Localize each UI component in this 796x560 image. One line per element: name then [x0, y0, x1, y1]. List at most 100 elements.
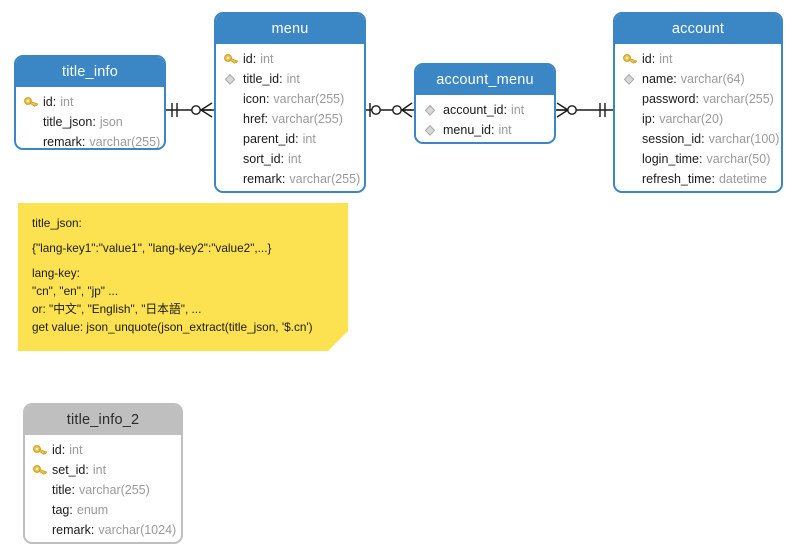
entity-title_info-header: title_info [16, 57, 164, 87]
note-line: or: "中文", "English", "日本語", ... [32, 302, 202, 316]
diamond-icon [424, 120, 443, 140]
no-icon [623, 89, 642, 109]
no-icon [623, 129, 642, 149]
attribute-row[interactable]: session_id: varchar(100) [615, 129, 781, 149]
attribute-row[interactable]: remark: varchar(255) [16, 132, 164, 149]
attribute-separator: : [279, 72, 283, 86]
attribute-separator: : [71, 483, 75, 497]
attribute-type: varchar(255) [273, 92, 345, 106]
attribute-name: href [243, 112, 265, 126]
attribute-row[interactable]: title_json: json [16, 112, 164, 132]
attribute-name: id [642, 52, 652, 66]
attribute-name: password [642, 92, 696, 106]
no-icon [623, 169, 642, 189]
attribute-name: title [52, 483, 72, 497]
attribute-row[interactable]: login_time: varchar(50) [615, 149, 781, 169]
no-icon [623, 149, 642, 169]
attribute-name: sort_id [243, 152, 281, 166]
attribute-type: int [302, 132, 316, 146]
attribute-type: int [260, 52, 274, 66]
entity-account-header: account [615, 14, 781, 44]
attribute-type: int [286, 72, 300, 86]
attribute-name: title_id [243, 72, 280, 86]
attribute-row[interactable]: icon: varchar(255) [216, 89, 364, 109]
attribute-name: account_id [443, 103, 504, 117]
attribute-separator: : [503, 103, 507, 117]
attribute-row[interactable]: title: varchar(255) [25, 480, 181, 500]
attribute-separator: : [651, 52, 656, 66]
attribute-separator: : [61, 443, 66, 457]
attribute-separator: : [281, 172, 286, 186]
entity-account[interactable]: account id: int name: varchar(64) passwo… [613, 12, 783, 193]
attribute-type: varchar(255) [272, 112, 343, 126]
attribute-row[interactable]: set_id: int [25, 460, 181, 480]
no-icon [24, 132, 43, 148]
attribute-row[interactable]: password: varchar(255) [615, 89, 781, 109]
attribute-row[interactable]: remark: varchar(1024) [25, 520, 181, 540]
attribute-row[interactable]: id: int [216, 49, 364, 69]
attribute-type: int [288, 152, 302, 166]
no-icon [224, 109, 243, 129]
note-line: "cn", "en", "jp" ... [32, 284, 119, 298]
attribute-row[interactable]: menu_id: int [416, 120, 554, 140]
relationship-menu-account_menu[interactable] [366, 102, 414, 118]
entity-menu[interactable]: menu id: int title_id: int icon: varchar… [214, 12, 366, 193]
attribute-row[interactable]: remark: varchar(255) [216, 169, 364, 189]
attribute-separator: : [90, 523, 95, 537]
attribute-row[interactable]: tag: enum [25, 500, 181, 520]
attribute-separator: : [695, 92, 699, 106]
attribute-name: id [243, 52, 253, 66]
relationship-account_menu-account[interactable] [556, 102, 613, 118]
attribute-name: ip [642, 112, 652, 126]
key-icon [224, 49, 243, 69]
attribute-separator: : [673, 72, 677, 86]
attribute-separator: : [264, 112, 269, 126]
attribute-type: varchar(20) [659, 112, 724, 126]
attribute-separator: : [490, 123, 495, 137]
note-line: get value: json_unquote(json_extract(tit… [32, 320, 313, 334]
no-icon [33, 480, 52, 500]
attribute-name: id [43, 95, 53, 109]
attribute-type: varchar(100) [708, 132, 780, 146]
attribute-separator: : [651, 112, 656, 126]
attribute-name: remark [243, 172, 282, 186]
note-fold-corner [328, 331, 348, 351]
entity-title_info_2-attributes: id: int set_id: int title: varchar(255) … [25, 435, 181, 542]
attribute-separator: : [295, 132, 299, 146]
attribute-row[interactable]: parent_id: int [216, 129, 364, 149]
attribute-row[interactable]: title_id: int [216, 69, 364, 89]
attribute-name: session_id [642, 132, 702, 146]
attribute-type: varchar(255) [89, 135, 161, 149]
attribute-separator: : [698, 152, 703, 166]
entity-title_info_2[interactable]: title_info_2 id: int set_id: int title: … [23, 403, 183, 544]
entity-title_info[interactable]: title_info id: int title_json: json rema… [14, 55, 166, 150]
attribute-row[interactable]: id: int [16, 92, 164, 112]
attribute-row[interactable]: id: int [25, 440, 181, 460]
note-title_json[interactable]: title_json: {"lang-key1":"value1", "lang… [18, 203, 348, 351]
attribute-name: remark [52, 523, 91, 537]
attribute-row[interactable]: href: varchar(255) [216, 109, 364, 129]
attribute-name: set_id [52, 463, 86, 477]
diamond-icon [424, 100, 443, 120]
entity-account_menu[interactable]: account_menu account_id: int menu_id: in… [414, 63, 556, 144]
attribute-row[interactable]: account_id: int [416, 100, 554, 120]
attribute-row[interactable]: sort_id: int [216, 149, 364, 169]
entity-menu-attributes: id: int title_id: int icon: varchar(255)… [216, 44, 364, 191]
attribute-type: varchar(255) [702, 92, 774, 106]
attribute-type: varchar(255) [289, 172, 361, 186]
no-icon [24, 112, 43, 132]
attribute-type: varchar(255) [78, 483, 150, 497]
attribute-type: varchar(64) [680, 72, 745, 86]
attribute-row[interactable]: name: varchar(64) [615, 69, 781, 89]
attribute-row[interactable]: ip: varchar(20) [615, 109, 781, 129]
attribute-separator: : [280, 152, 285, 166]
attribute-row[interactable]: id: int [615, 49, 781, 69]
note-line: title_json: [32, 216, 82, 230]
attribute-name: name [642, 72, 674, 86]
entity-account_menu-header: account_menu [416, 65, 554, 95]
attribute-separator: : [92, 115, 96, 129]
attribute-row[interactable]: refresh_time: datetime [615, 169, 781, 189]
no-icon [224, 89, 243, 109]
attribute-name: menu_id [443, 123, 491, 137]
relationship-title_info-menu[interactable] [166, 102, 214, 118]
